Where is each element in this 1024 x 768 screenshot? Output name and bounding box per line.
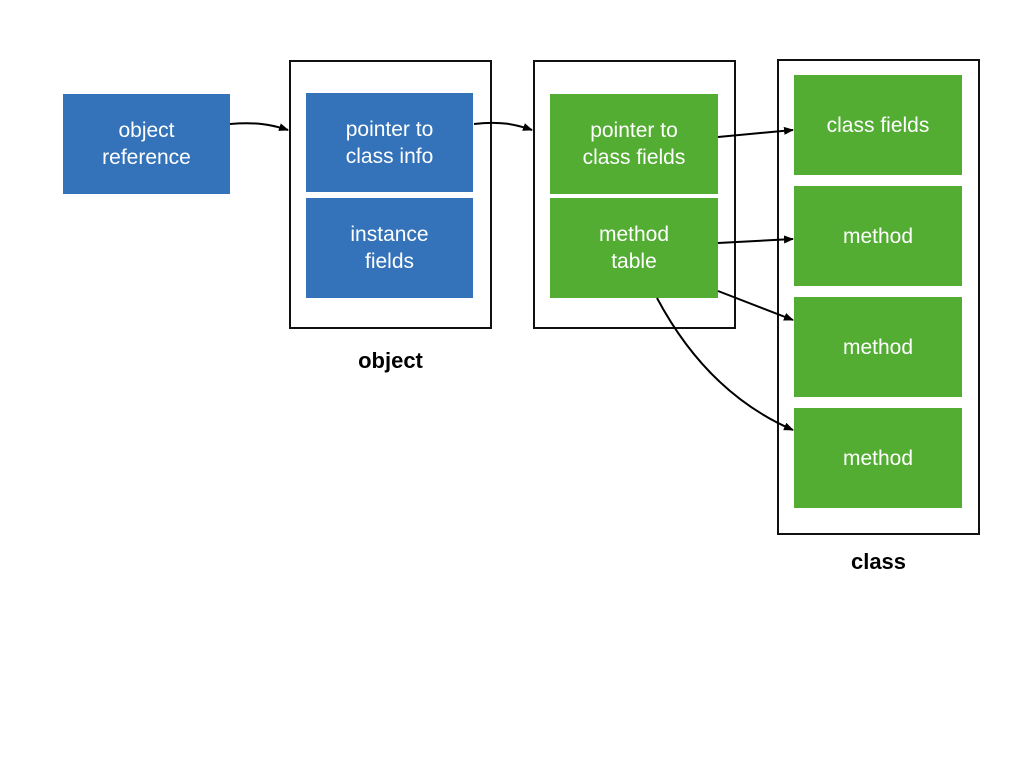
method-table-label: method table bbox=[598, 223, 670, 273]
object-reference-box: object reference bbox=[63, 94, 230, 194]
method-box-1: method bbox=[794, 186, 962, 286]
method-box-3: method bbox=[794, 408, 962, 508]
class-fields-box: class fields bbox=[794, 75, 962, 175]
class-fields-pointer-box: pointer to class fields bbox=[550, 94, 718, 194]
class-caption: class bbox=[850, 549, 907, 574]
instance-fields-label: instance fields bbox=[350, 223, 429, 273]
method-table-box: method table bbox=[550, 198, 718, 298]
class-info-pointer-box: pointer to class info bbox=[306, 93, 473, 192]
object-reference-label: object reference bbox=[102, 119, 191, 169]
class-fields-label: class fields bbox=[826, 113, 930, 137]
arrow-reference-to-object bbox=[229, 122, 289, 131]
method-label: method bbox=[842, 224, 914, 248]
class-fields-pointer-label: pointer to class fields bbox=[582, 119, 686, 169]
instance-fields-box: instance fields bbox=[306, 198, 473, 298]
method-box-2: method bbox=[794, 297, 962, 397]
class-info-pointer-label: pointer to class info bbox=[345, 117, 434, 168]
method-label: method bbox=[842, 335, 914, 359]
object-caption: object bbox=[358, 348, 423, 373]
method-label: method bbox=[842, 446, 914, 470]
